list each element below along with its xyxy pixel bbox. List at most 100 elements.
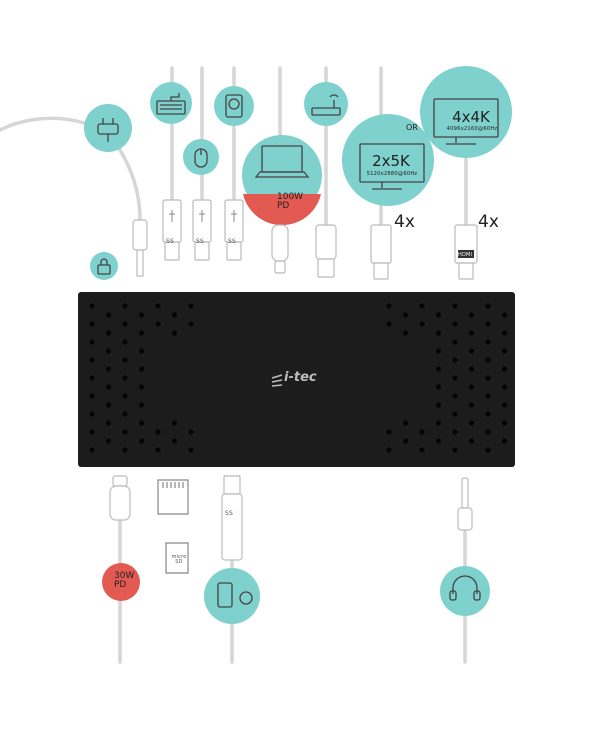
vent-hole <box>501 366 508 372</box>
keyboard-icon <box>156 93 186 115</box>
barrel-body <box>132 219 148 251</box>
vent-hole <box>386 447 392 453</box>
monitor-icon-5k <box>359 143 425 190</box>
vent-hole <box>122 375 128 381</box>
vent-hole <box>435 384 442 390</box>
jack-body <box>457 507 473 531</box>
monitor-4k-resolution: 4096x2160@60Hz <box>446 126 498 132</box>
vent-hole <box>468 312 475 318</box>
vent-hole <box>105 312 112 318</box>
usb-a-front-body <box>221 493 243 561</box>
vent-hole <box>386 429 392 435</box>
vent-hole <box>386 303 392 309</box>
vent-hole <box>138 366 145 372</box>
usb-a-connector-2 <box>192 199 212 261</box>
audio-jack-connector <box>457 477 473 531</box>
vent-hole <box>105 384 112 390</box>
vent-hole <box>468 348 475 354</box>
vent-hole <box>105 366 112 372</box>
usb-c-tip <box>274 260 286 274</box>
vent-hole <box>435 330 442 336</box>
vent-hole <box>419 447 425 453</box>
router-body <box>311 107 341 116</box>
vent-hole <box>188 429 194 435</box>
displayport-connector <box>370 224 392 280</box>
vent-hole <box>501 384 508 390</box>
vent-hole <box>155 321 161 327</box>
vent-hole <box>122 429 128 435</box>
vent-hole <box>485 303 491 309</box>
vent-hole <box>171 312 178 318</box>
vent-hole <box>468 420 475 426</box>
vent-hole <box>122 321 128 327</box>
vent-hole <box>188 447 194 453</box>
lock-icon <box>97 258 111 275</box>
vent-hole <box>468 402 475 408</box>
vent-hole <box>452 321 458 327</box>
vent-hole <box>89 321 95 327</box>
brand-logo: i-tec <box>284 370 317 385</box>
usb-symbol <box>169 210 175 222</box>
displayport-body <box>370 224 392 264</box>
usb-ss-label-2: SS <box>196 238 205 245</box>
hdd-body <box>225 94 243 118</box>
vent-hole <box>89 393 95 399</box>
usb-c-front-body <box>109 485 131 521</box>
vent-hole <box>122 447 128 453</box>
vent-hole <box>122 411 128 417</box>
sd-card-pins <box>162 482 184 488</box>
vent-hole <box>402 330 409 336</box>
vent-hole <box>435 420 442 426</box>
vent-hole <box>171 438 178 444</box>
monitor-5k-title: 2x5K <box>372 152 410 170</box>
vent-hole <box>89 447 95 453</box>
keyboard-circle <box>150 82 192 124</box>
micro-sd-card-icon <box>165 542 189 574</box>
rj45-tip <box>317 258 335 278</box>
usb-a-plug-tip <box>164 241 180 261</box>
artwork-layer <box>78 66 515 624</box>
charging-badge <box>239 591 253 605</box>
hard-drive-icon <box>225 94 243 118</box>
usb-ss-label-1: SS <box>166 238 175 245</box>
vent-hole <box>386 321 392 327</box>
hdd-platter <box>228 98 240 110</box>
vent-hole <box>402 420 409 426</box>
hdmi-tip <box>458 262 474 280</box>
vent-hole <box>122 357 128 363</box>
vent-hole <box>89 357 95 363</box>
vent-hole <box>435 366 442 372</box>
barrel-tip <box>136 249 144 277</box>
monitor-4k-title: 4x4K <box>452 108 490 126</box>
vent-hole <box>105 348 112 354</box>
headset-band <box>452 575 478 594</box>
keyboard-cord <box>170 93 180 101</box>
vent-hole <box>452 393 458 399</box>
usb-symbol <box>199 210 205 222</box>
vent-hole <box>501 348 508 354</box>
displayport-tip <box>373 262 389 280</box>
vent-hole <box>138 330 145 336</box>
monitor-5k-circle <box>342 114 434 206</box>
vent-hole <box>485 429 491 435</box>
or-label: OR <box>406 123 418 132</box>
vent-hole <box>138 420 145 426</box>
vent-hole <box>155 303 161 309</box>
vent-hole <box>501 438 508 444</box>
mouse-circle <box>183 139 219 175</box>
dock-vent-holes <box>89 303 508 453</box>
vent-hole <box>105 330 112 336</box>
vent-hole <box>452 375 458 381</box>
hdmi-count: 4x <box>478 212 499 232</box>
monitor-4k-screen <box>433 98 499 138</box>
usb-a-connector-3 <box>224 199 244 261</box>
usb-a-connector-1 <box>162 199 182 261</box>
vent-hole <box>138 384 145 390</box>
headset-ear-left <box>449 590 457 601</box>
vent-hole <box>452 429 458 435</box>
pd-front-circle <box>102 563 140 601</box>
headset-ear-right <box>473 590 481 601</box>
lock-circle <box>90 252 118 280</box>
vent-hole <box>122 303 128 309</box>
phone-tablet-charging-icon <box>217 582 253 608</box>
